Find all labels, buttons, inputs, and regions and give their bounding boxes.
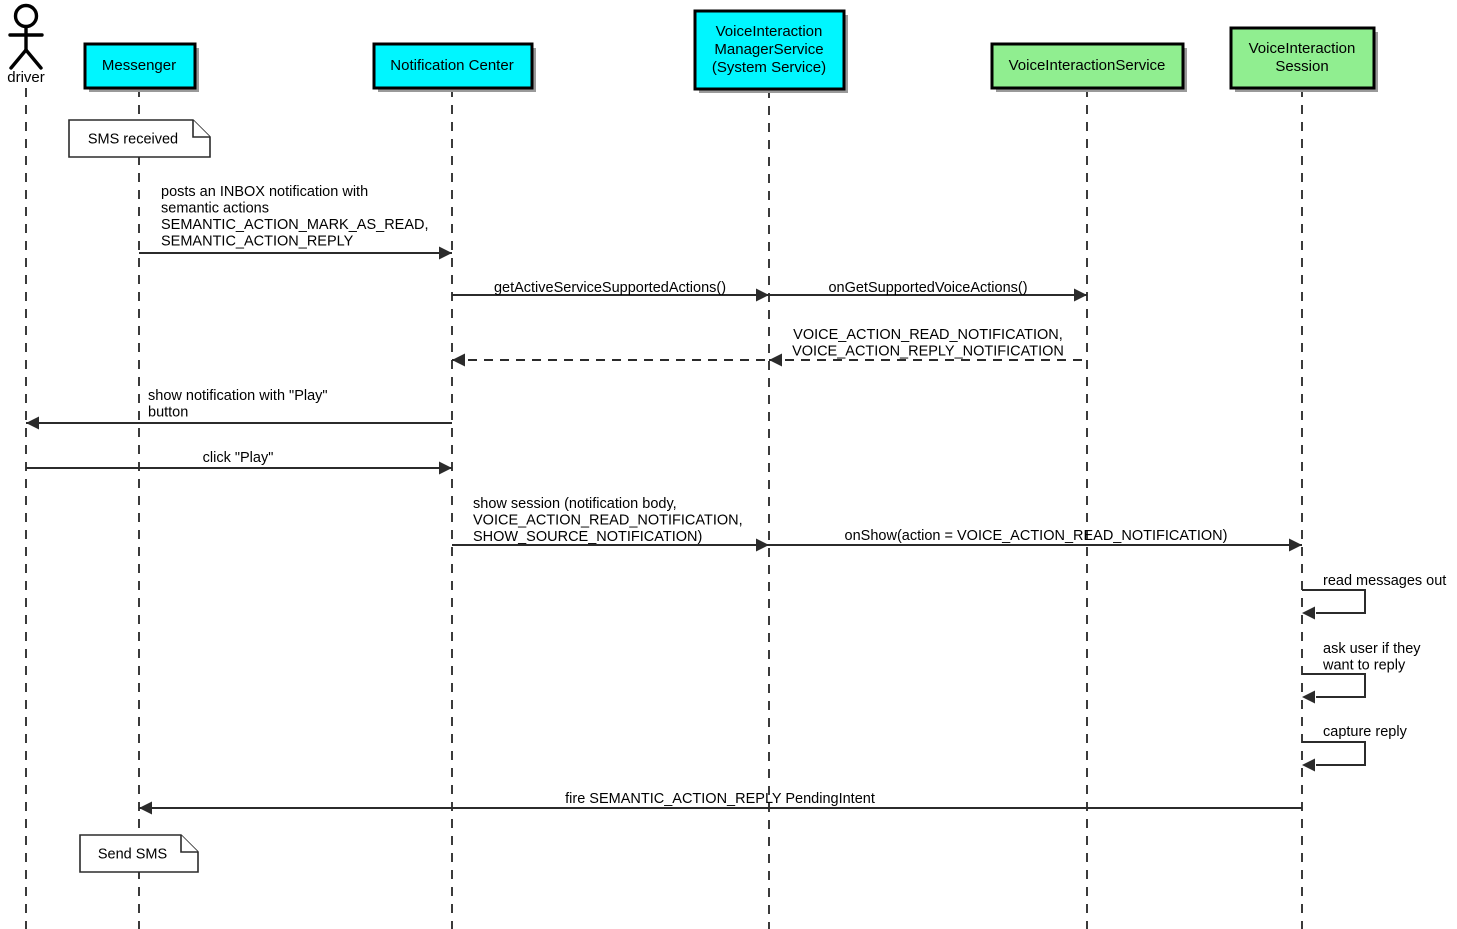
self-message-label-line: read messages out	[1323, 573, 1446, 589]
message-label-line: onGetSupportedVoiceActions()	[828, 280, 1027, 296]
message-arrowhead	[139, 801, 152, 815]
message-label-line: posts an INBOX notification with	[161, 184, 368, 200]
participants-layer: Messenger Notification Center VoiceInterac…	[83, 9, 1378, 93]
message-arrowhead	[1289, 538, 1302, 552]
note-fold-corner-icon	[180, 835, 198, 853]
message-arrowhead	[439, 246, 452, 260]
note-fold-corner-icon	[192, 120, 210, 138]
msg-post-inbox-notification[interactable]: posts an INBOX notification withsemantic…	[139, 184, 452, 260]
msg-return-voice-actions-to-notification-center[interactable]	[452, 353, 769, 367]
msg-click-play[interactable]: click "Play"	[26, 450, 452, 475]
actors-layer: driver	[7, 3, 45, 87]
participant-notification-center[interactable]: Notification Center	[372, 42, 536, 92]
message-arrowhead	[452, 353, 465, 367]
participant-box[interactable]	[990, 42, 1185, 90]
self-message-label-line: capture reply	[1323, 724, 1408, 740]
message-arrowhead	[439, 461, 452, 475]
self-message-arrowhead	[1302, 606, 1315, 620]
msg-show-notification-with-play-button[interactable]: show notification with "Play"button	[26, 388, 452, 430]
messages-layer: posts an INBOX notification withsemantic…	[26, 184, 1302, 815]
message-label-line: show session (notification body,	[473, 496, 677, 512]
msg-fire-semantic-action-reply-pendingintent[interactable]: fire SEMANTIC_ACTION_REPLY PendingIntent	[139, 791, 1302, 815]
message-label-line: show notification with "Play"	[148, 388, 328, 404]
participant-box[interactable]	[1229, 26, 1376, 90]
participant-label: VoiceInteractionService	[1009, 57, 1166, 74]
msg-return-voice-actions-to-vims[interactable]: VOICE_ACTION_READ_NOTIFICATION,VOICE_ACT…	[769, 327, 1087, 367]
message-label-line: VOICE_ACTION_READ_NOTIFICATION,	[473, 513, 743, 529]
participant-box[interactable]	[83, 42, 197, 90]
participant-label: Notification Center	[390, 57, 513, 74]
actor-driver[interactable]: driver	[7, 3, 45, 87]
actor-label: driver	[7, 69, 45, 86]
note-send-sms[interactable]: Send SMS	[79, 834, 199, 873]
participant-messenger[interactable]: Messenger	[83, 42, 199, 92]
self-message-arrowhead	[1302, 758, 1315, 772]
note-body[interactable]	[79, 834, 199, 873]
actor-head-icon	[13, 3, 39, 29]
participant-box[interactable]	[372, 42, 534, 90]
actor-leg-right-icon	[24, 48, 43, 70]
message-arrowhead	[756, 288, 769, 302]
message-label-line: getActiveServiceSupportedActions()	[494, 280, 726, 296]
actor-leg-left-icon	[9, 48, 28, 70]
lifelines-layer	[25, 88, 1303, 929]
self-message-label-line: ask user if they	[1323, 641, 1421, 657]
msg-on-get-supported-voice-actions[interactable]: onGetSupportedVoiceActions()	[769, 280, 1087, 302]
note-label: SMS received	[88, 131, 178, 147]
message-label-line: VOICE_ACTION_REPLY_NOTIFICATION	[792, 344, 1064, 360]
note-body[interactable]	[68, 119, 211, 158]
message-arrowhead	[26, 416, 39, 430]
message-label-line: SHOW_SOURCE_NOTIFICATION)	[473, 529, 702, 545]
participant-label: VoiceInteraction	[1249, 40, 1356, 57]
msg-get-active-service-supported-actions[interactable]: getActiveServiceSupportedActions()	[452, 280, 769, 302]
msg-on-show[interactable]: onShow(action = VOICE_ACTION_READ_NOTIFI…	[769, 528, 1302, 552]
participant-label: Messenger	[102, 57, 176, 74]
self-read-messages-out[interactable]: read messages out	[1302, 573, 1446, 620]
message-label-line: fire SEMANTIC_ACTION_REPLY PendingIntent	[565, 791, 875, 807]
message-label-line: SEMANTIC_ACTION_MARK_AS_READ,	[161, 217, 429, 233]
message-arrowhead	[769, 353, 782, 367]
participant-label: (System Service)	[712, 59, 826, 76]
self-capture-reply[interactable]: capture reply	[1302, 724, 1408, 772]
msg-show-session[interactable]: show session (notification body,VOICE_AC…	[452, 496, 769, 552]
message-label-line: click "Play"	[203, 450, 274, 466]
message-label-line: SEMANTIC_ACTION_REPLY	[161, 234, 354, 250]
note-label: Send SMS	[98, 846, 167, 862]
message-label-line: semantic actions	[161, 201, 269, 217]
participant-label: ManagerService	[714, 41, 823, 58]
message-label-line: VOICE_ACTION_READ_NOTIFICATION,	[793, 327, 1063, 343]
self-message-label-line: want to reply	[1322, 658, 1406, 674]
note-sms-received[interactable]: SMS received	[68, 119, 211, 158]
participant-label: VoiceInteraction	[716, 23, 823, 40]
self-message-line	[1302, 741, 1366, 766]
message-arrowhead	[756, 538, 769, 552]
participant-voice-interaction-service[interactable]: VoiceInteractionService	[990, 42, 1187, 92]
self-message-line	[1302, 673, 1366, 698]
message-label-line: button	[148, 405, 188, 421]
message-label-line: onShow(action = VOICE_ACTION_READ_NOTIFI…	[845, 528, 1228, 544]
message-arrowhead	[1074, 288, 1087, 302]
self-message-line	[1302, 589, 1366, 614]
participant-label: Session	[1275, 58, 1328, 75]
self-message-arrowhead	[1302, 690, 1315, 704]
participant-box[interactable]	[693, 9, 846, 91]
